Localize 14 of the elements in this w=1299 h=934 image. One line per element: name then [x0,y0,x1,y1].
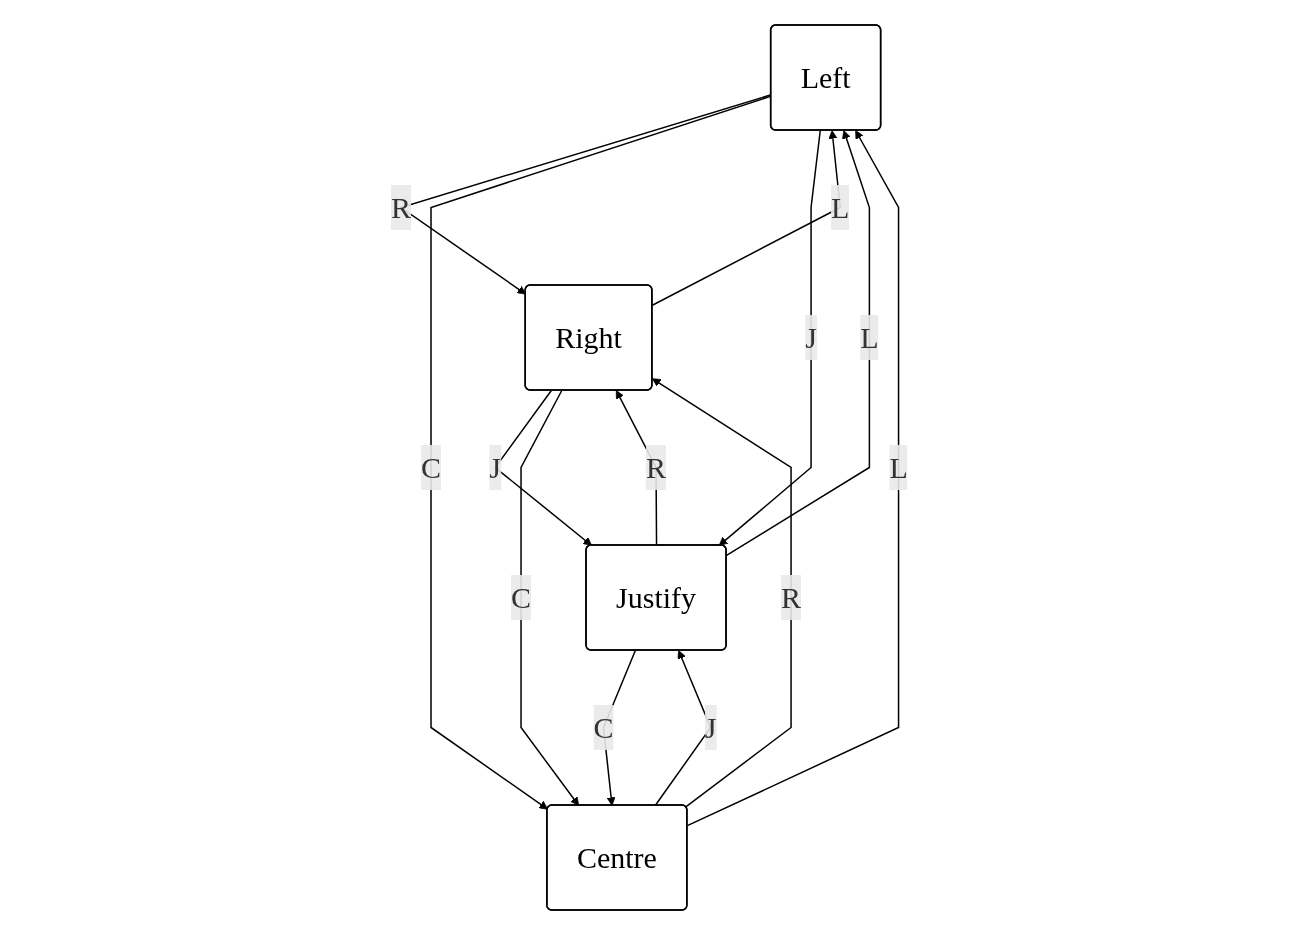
edge-label: R [781,580,802,614]
edge-label: J [489,450,502,484]
edge-label: C [593,710,614,744]
edge-label: L [860,320,879,354]
edge-label: R [646,450,667,484]
edge-label: C [421,450,442,484]
edge-label: R [391,190,412,224]
edge-label: L [889,450,908,484]
edge-label: C [511,580,532,614]
edge-label: J [704,710,717,744]
arrow [718,129,822,546]
edge-label: J [805,320,818,354]
arrow [520,389,580,806]
edge-label: L [831,190,850,224]
